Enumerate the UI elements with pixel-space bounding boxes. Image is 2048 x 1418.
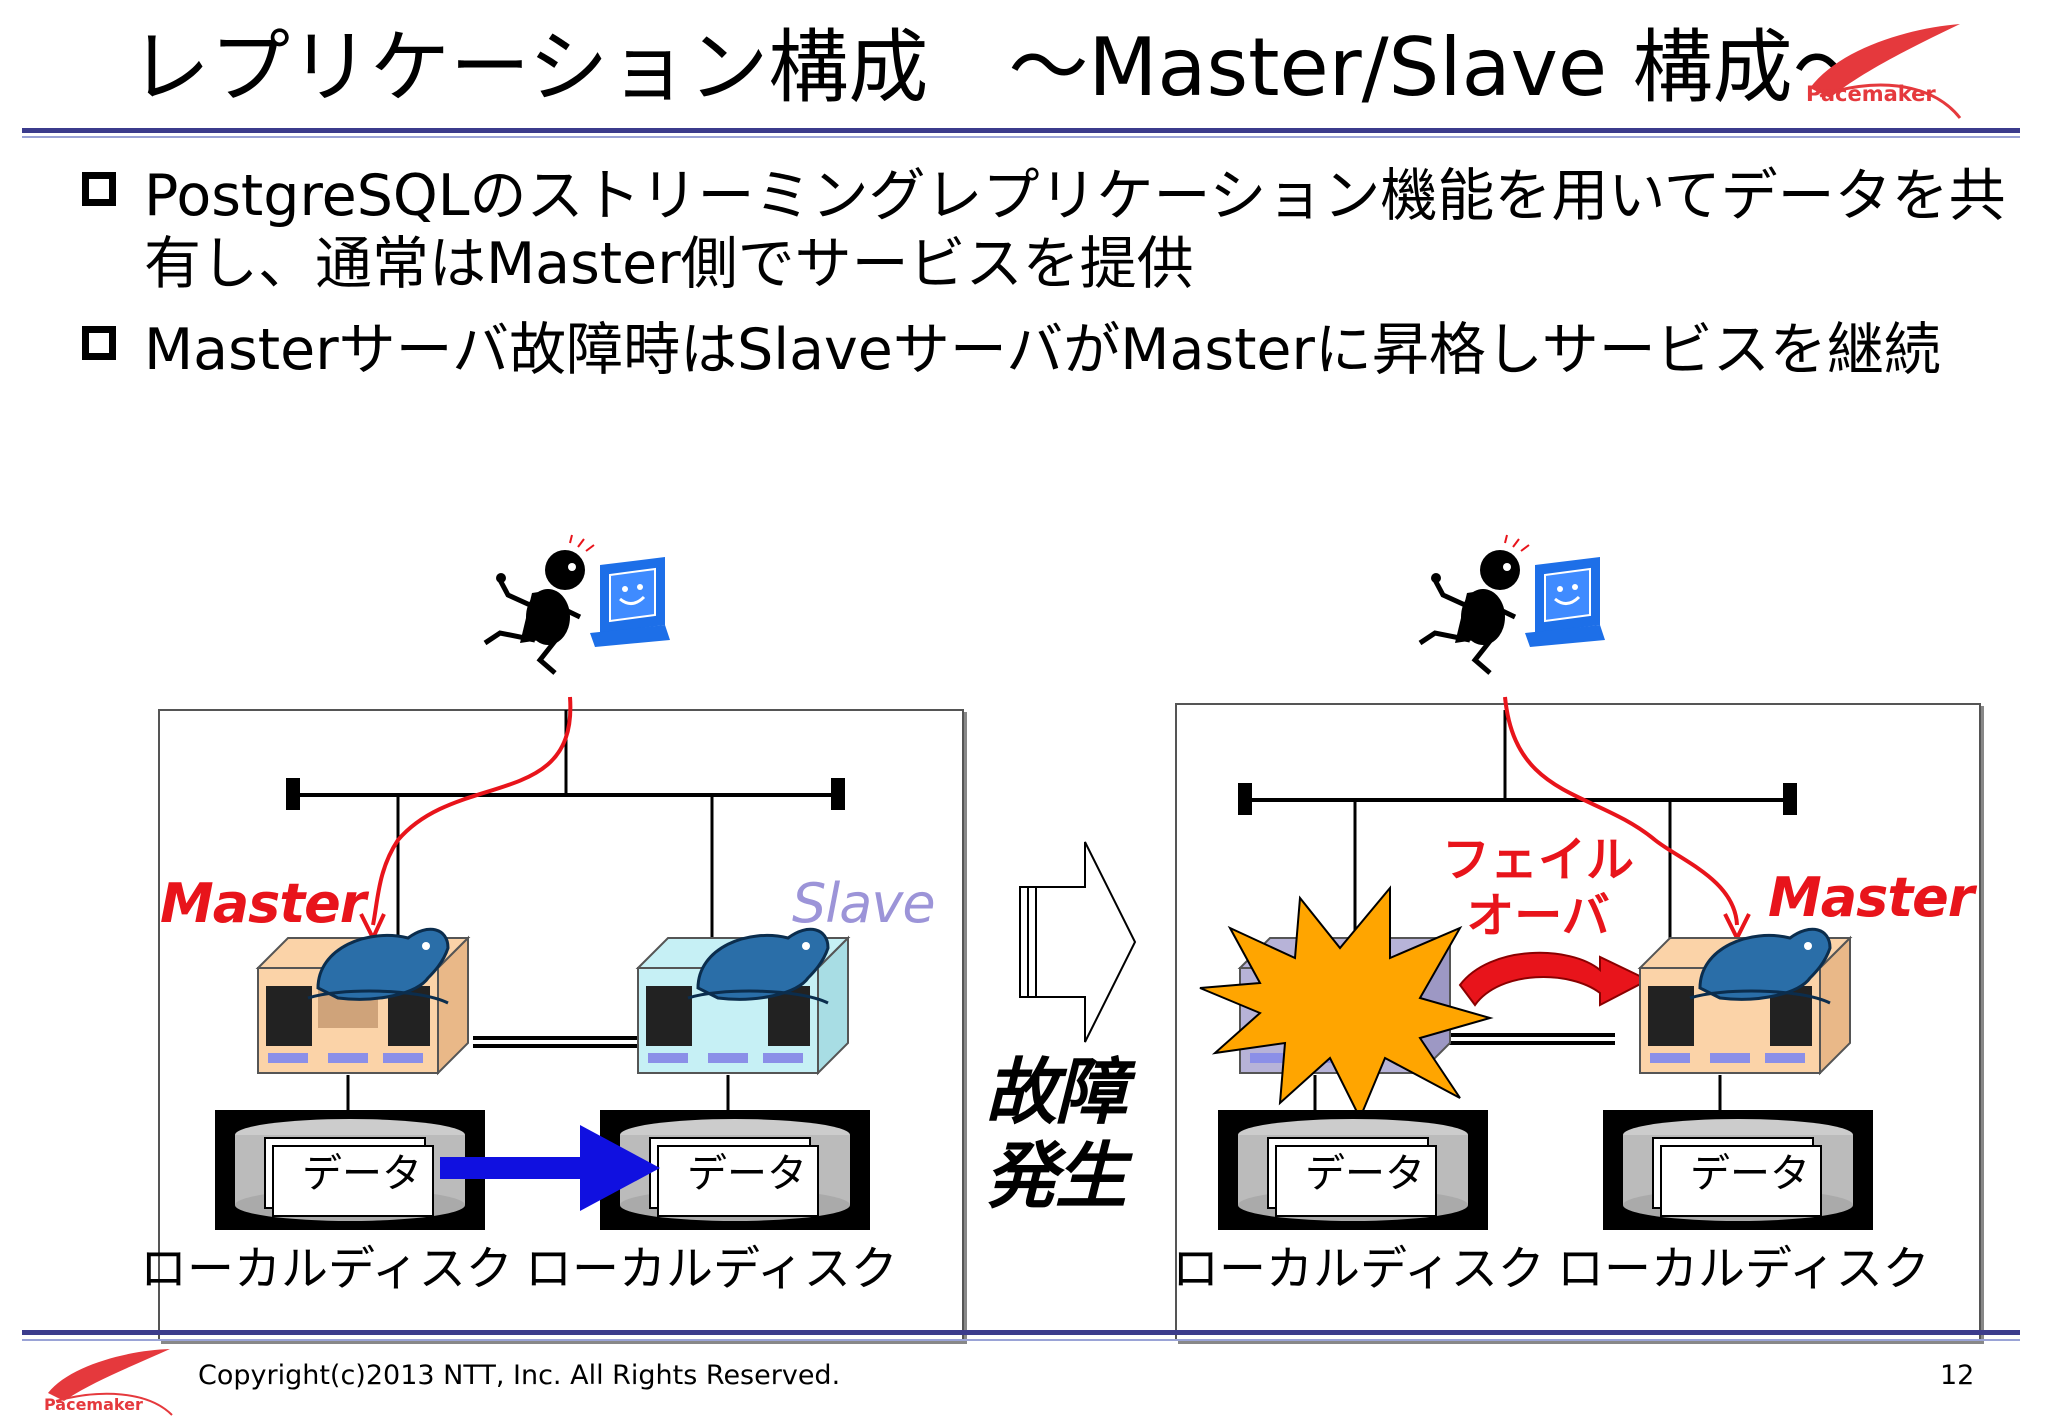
failover-arrow-icon — [1458, 951, 1651, 1007]
slide-title: レプリケーション構成 ～Master/Slave 構成～ — [130, 21, 1873, 114]
pacemaker-swoosh-icon — [48, 1349, 173, 1416]
pacemaker-swoosh-icon — [1810, 24, 1962, 119]
local-disk-label: ローカルディスク — [1172, 1242, 1545, 1297]
postgresql-elephant-icon — [687, 927, 830, 1005]
local-disk-label: ローカルディスク — [140, 1242, 513, 1297]
master-role-label: Master — [160, 872, 366, 935]
copyright-text: Copyright(c)2013 NTT, Inc. All Rights Re… — [198, 1360, 841, 1391]
fault-occurred-label: 故障発生 — [984, 1050, 1127, 1218]
footer-rule — [22, 1330, 2020, 1335]
bullet-text: PostgreSQLのストリーミングレプリケーション機能を用いてデータを共有し、… — [144, 163, 2006, 297]
data-label: データ — [302, 1151, 422, 1197]
header-rule — [22, 128, 2020, 133]
bullet-box-icon — [82, 172, 116, 206]
data-label: データ — [687, 1151, 807, 1197]
logo-wordmark: Pacemaker — [44, 1395, 143, 1414]
replication-arrow-icon — [440, 1125, 660, 1211]
postgresql-elephant-icon — [307, 927, 450, 1005]
data-label: データ — [1690, 1151, 1810, 1197]
pacemaker-logo-bottom: Pacemaker — [40, 1345, 180, 1416]
local-disk-icon — [1218, 1110, 1488, 1230]
disk-connector — [1313, 1075, 1722, 1110]
client-user-icon — [1418, 534, 1605, 675]
before-network-diagram — [286, 696, 845, 1048]
page-number: 12 — [1940, 1360, 1975, 1391]
footer-rule-light — [22, 1339, 2020, 1341]
master-role-label: Master — [1768, 866, 1974, 929]
data-label: データ — [1305, 1151, 1425, 1197]
logo-wordmark: Pacemaker — [1806, 82, 1936, 106]
bullet-item: PostgreSQLのストリーミングレプリケーション機能を用いてデータを共有し、… — [82, 162, 2012, 298]
bullet-box-icon — [82, 326, 116, 360]
local-disk-label: ローカルディスク — [1557, 1242, 1930, 1297]
client-user-icon — [483, 534, 670, 675]
local-disk-label: ローカルディスク — [525, 1242, 898, 1297]
pacemaker-logo-top: Pacemaker — [1800, 18, 1970, 119]
bullet-item: Masterサーバ故障時はSlaveサーバがMasterに昇格しサービスを継続 — [82, 316, 2012, 384]
header-rule-light — [22, 136, 2020, 138]
local-disk-icon — [600, 1110, 870, 1230]
failover-label: フェイルオーバ — [1441, 832, 1634, 944]
postgresql-elephant-icon — [1689, 927, 1832, 1005]
local-disk-icon — [1603, 1110, 1873, 1230]
failure-burst-icon — [1199, 885, 1494, 1121]
after-network-diagram — [1238, 696, 1797, 1045]
slave-role-label: Slave — [792, 872, 936, 935]
bullet-text: Masterサーバ故障時はSlaveサーバがMasterに昇格しサービスを継続 — [144, 317, 1941, 383]
transition-arrow-icon — [1019, 841, 1137, 1043]
disk-connector — [346, 1075, 730, 1110]
